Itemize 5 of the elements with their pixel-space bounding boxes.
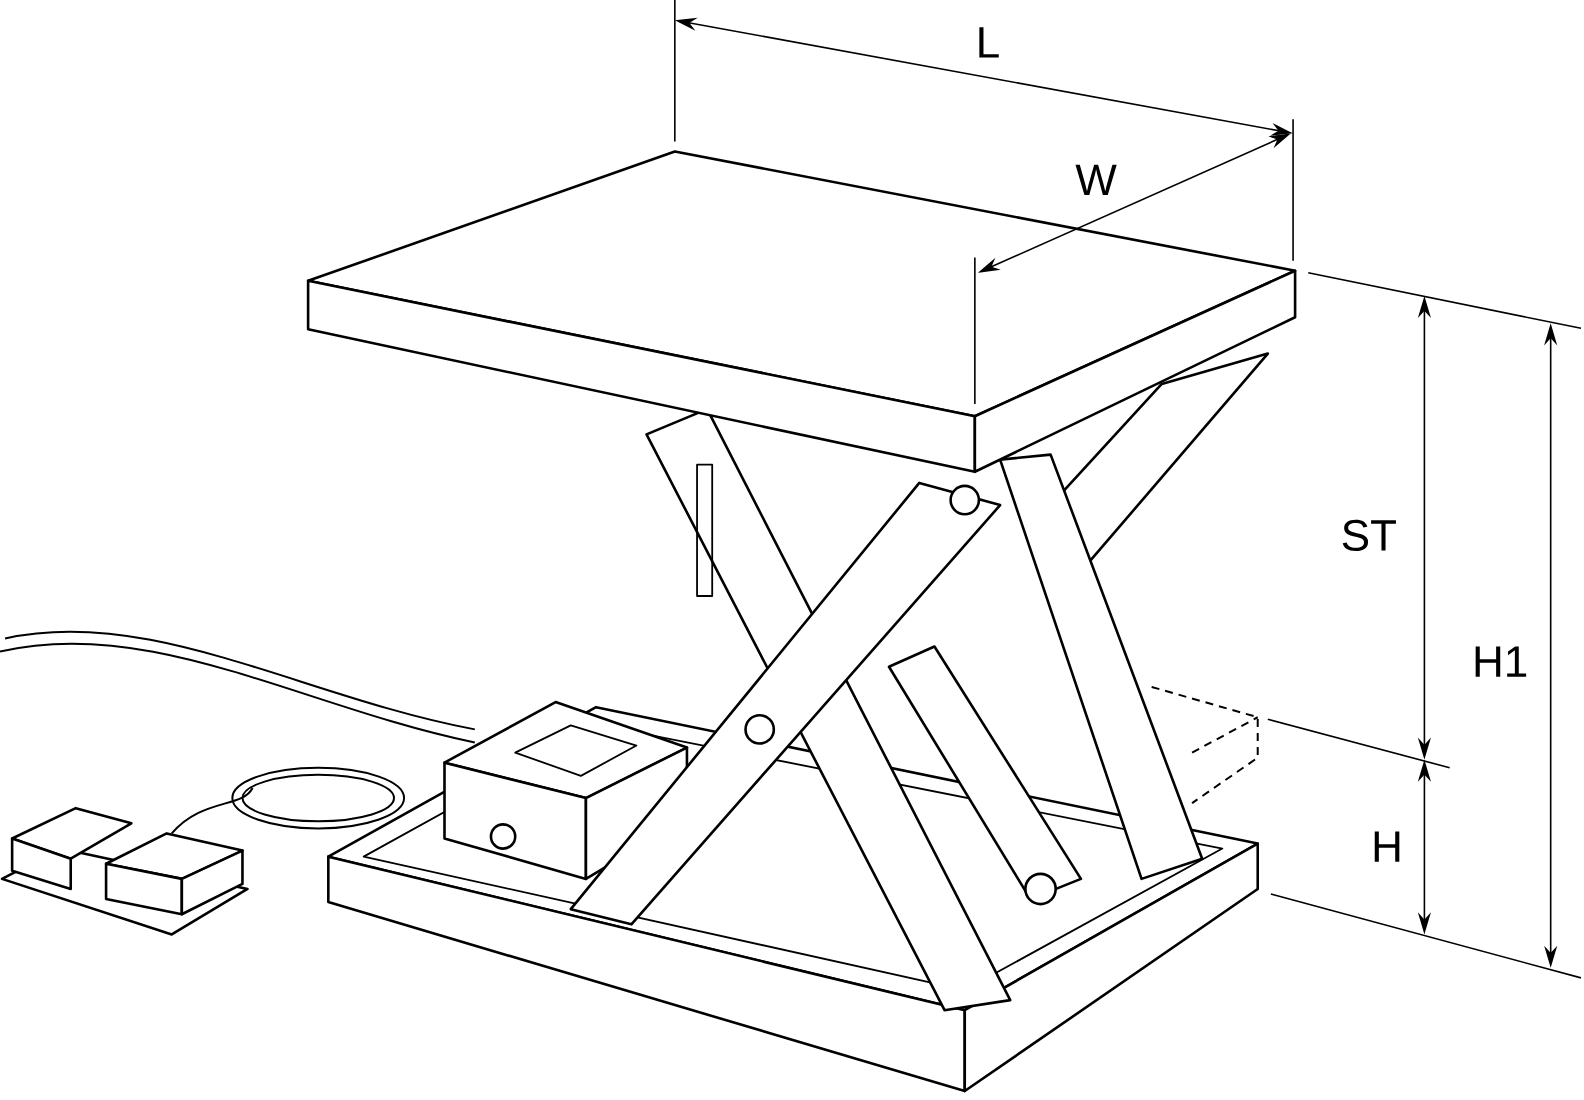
dimension-label: ST: [1342, 519, 1396, 551]
dimension-label: H: [1374, 831, 1400, 862]
dimension-label: W: [1075, 164, 1117, 195]
dimension-label: L: [979, 27, 999, 58]
dimension-label: H1: [1475, 646, 1527, 677]
